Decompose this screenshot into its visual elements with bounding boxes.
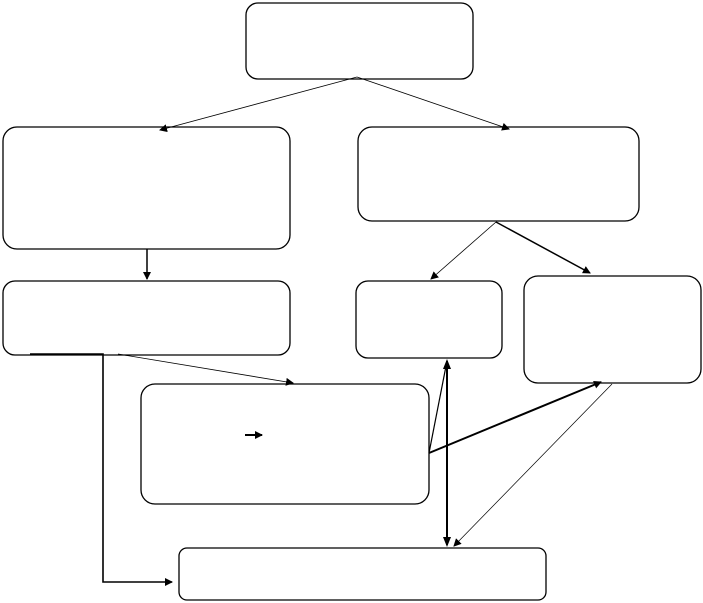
node-right-middle-b <box>523 275 702 384</box>
node-top <box>245 2 474 80</box>
edge-top-to-left <box>159 76 358 133</box>
node-right-upper <box>357 126 640 222</box>
edge-right-upper-to-middle-b <box>495 221 591 274</box>
node-bottom <box>178 547 547 601</box>
node-left-upper <box>2 126 291 250</box>
node-left-middle <box>2 280 291 356</box>
edge-left-middle-to-bottom <box>30 353 173 586</box>
edge-center-to-middle-a <box>428 360 448 454</box>
edge-right-upper-to-middle-a <box>430 221 497 280</box>
edge-left-middle-to-center <box>117 353 294 386</box>
edge-middle-b-to-bottom <box>453 383 613 547</box>
node-right-middle-a <box>355 280 503 359</box>
edge-center-to-middle-b <box>428 380 602 454</box>
edge-top-to-right <box>356 76 510 131</box>
node-center-lower <box>140 383 430 505</box>
